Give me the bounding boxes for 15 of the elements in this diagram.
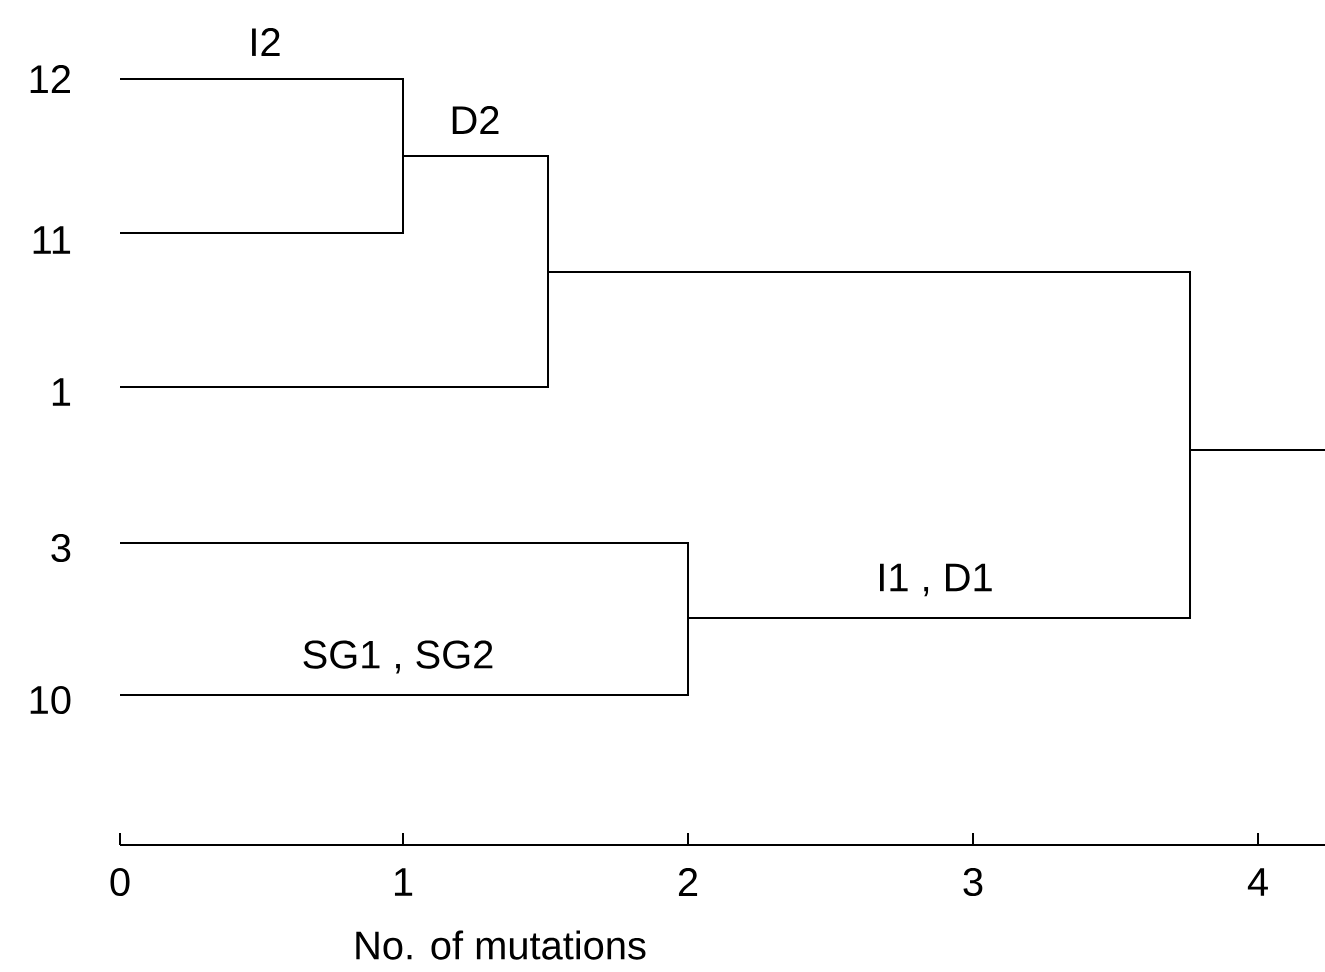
tick-label: 4: [1247, 868, 1268, 896]
tick-label: 3: [963, 867, 983, 897]
leaf-label: 1: [52, 378, 71, 406]
tick-label: 2: [678, 868, 698, 896]
branch-label: D2: [452, 106, 499, 134]
axis-title: No. of mutations: [356, 930, 646, 960]
leaf-label: 10: [30, 685, 71, 715]
branch-label: I2: [252, 28, 280, 56]
branch-label: SG1 , SG2: [303, 640, 493, 674]
leaf-label: 12: [30, 65, 70, 93]
branch-label: I1 , D1: [880, 563, 992, 597]
tick-label: 0: [110, 867, 130, 897]
leaf-label: 3: [51, 533, 71, 563]
tick-label: 1: [394, 868, 413, 896]
leaf-label: 11: [33, 226, 71, 254]
